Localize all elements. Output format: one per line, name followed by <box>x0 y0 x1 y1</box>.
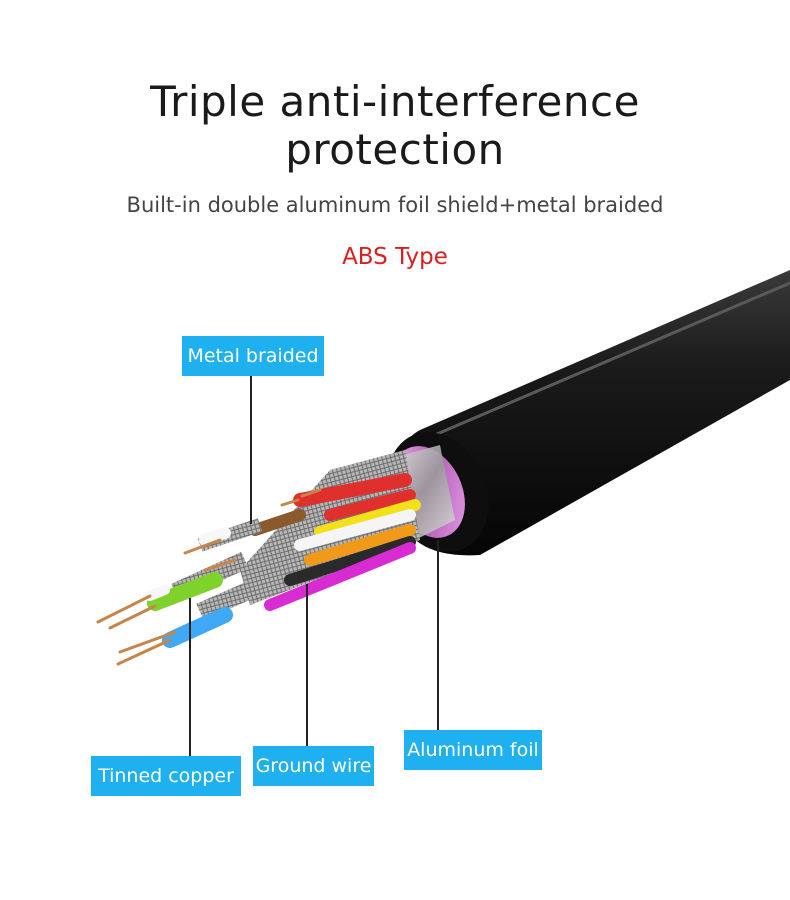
callout-aluminum-foil: Aluminum foil <box>404 730 542 770</box>
cable-illustration <box>96 270 790 666</box>
callout-ground-wire: Ground wire <box>253 746 374 786</box>
leader-ground-wire <box>306 584 308 746</box>
copper-conductors <box>96 488 322 666</box>
leader-tinned-copper <box>189 598 191 756</box>
inner-wires <box>249 473 421 611</box>
callout-metal-braided: Metal braided <box>182 336 324 376</box>
subtitle: Built-in double aluminum foil shield+met… <box>126 193 664 217</box>
type-label: ABS Type <box>342 244 448 270</box>
title-line-1: Triple anti-interference <box>150 77 640 126</box>
title-line-2: protection <box>285 125 505 174</box>
coax-cores <box>145 518 263 648</box>
leader-metal-braided <box>250 376 252 524</box>
leader-aluminum-foil <box>437 540 439 730</box>
page-title: Triple anti-interference protection <box>0 78 790 174</box>
callout-tinned-copper: Tinned copper <box>91 756 241 796</box>
